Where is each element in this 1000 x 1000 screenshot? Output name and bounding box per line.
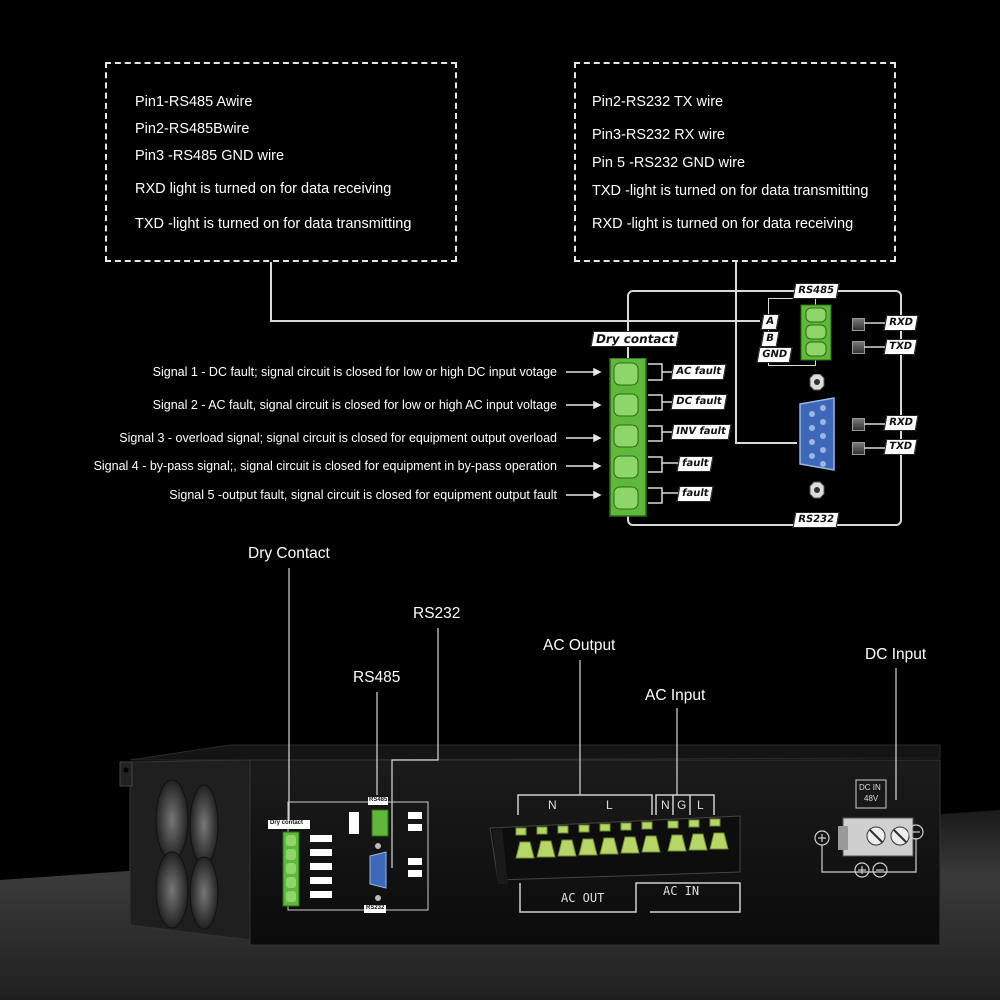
dc-voltage-label: 48V xyxy=(864,794,879,803)
info-line: TXD -light is turned on for data transmi… xyxy=(592,183,869,199)
info-line: Pin3-RS232 RX wire xyxy=(592,127,725,143)
info-line: Pin2-RS232 TX wire xyxy=(592,94,724,110)
leader-line xyxy=(270,320,760,322)
rs232-callout: RS232 xyxy=(413,605,461,622)
signal-5-text: Signal 5 -output fault, signal circuit i… xyxy=(169,488,557,502)
rs485-info-box: Pin1-RS485 Awire Pin2-RS485Bwire Pin3 -R… xyxy=(105,62,457,262)
ac-output-callout: AC Output xyxy=(543,637,616,654)
terminal-l-label: L xyxy=(697,798,704,812)
terminal-n-label: N xyxy=(548,798,557,812)
info-line: Pin2-RS485Bwire xyxy=(135,121,250,137)
info-line: Pin 5 -RS232 GND wire xyxy=(592,155,746,171)
signal-3-text: Signal 3 - overload signal; signal circu… xyxy=(119,431,557,445)
ac-in-label: AC IN xyxy=(663,884,700,898)
signal-4-text: Signal 4 - by-pass signal;, signal circu… xyxy=(93,459,557,473)
info-line: TXD -light is turned on for data transmi… xyxy=(135,216,412,232)
leader-line xyxy=(735,442,797,444)
small-dry-contact-label: Dry contact xyxy=(270,820,304,826)
dc-input-callout: DC Input xyxy=(865,646,927,663)
dry-contact-callout: Dry Contact xyxy=(248,545,330,562)
dc-in-label: DC IN xyxy=(859,783,881,792)
small-rs232-label: RS232 xyxy=(366,905,385,911)
dry-contact-terminal xyxy=(609,358,647,517)
db9-connector xyxy=(799,374,835,499)
leader-line xyxy=(735,262,737,444)
small-rs485-label: RS485 xyxy=(369,797,388,803)
info-line: RXD -light is turned on for data receivi… xyxy=(592,216,854,232)
info-line: Pin1-RS485 Awire xyxy=(135,94,253,110)
ac-out-label: AC OUT xyxy=(561,891,605,905)
leader-line xyxy=(270,262,272,322)
signal-2-text: Signal 2 - AC fault, signal circuit is c… xyxy=(152,398,557,412)
info-line: Pin3 -RS485 GND wire xyxy=(135,148,285,164)
terminal-l-label: L xyxy=(606,798,613,812)
signal-1-text: Signal 1 - DC fault; signal circuit is c… xyxy=(152,365,557,379)
terminal-n-label: N xyxy=(661,798,670,812)
terminal-g-label: G xyxy=(677,798,687,812)
rs232-info-box: Pin2-RS232 TX wire Pin3-RS232 RX wire Pi… xyxy=(574,62,896,262)
rs485-terminal xyxy=(800,304,832,361)
ac-input-callout: AC Input xyxy=(645,687,706,704)
info-line: RXD light is turned on for data receivin… xyxy=(135,181,392,197)
rs485-callout: RS485 xyxy=(353,669,401,686)
rs485-rxd-led xyxy=(852,318,865,331)
